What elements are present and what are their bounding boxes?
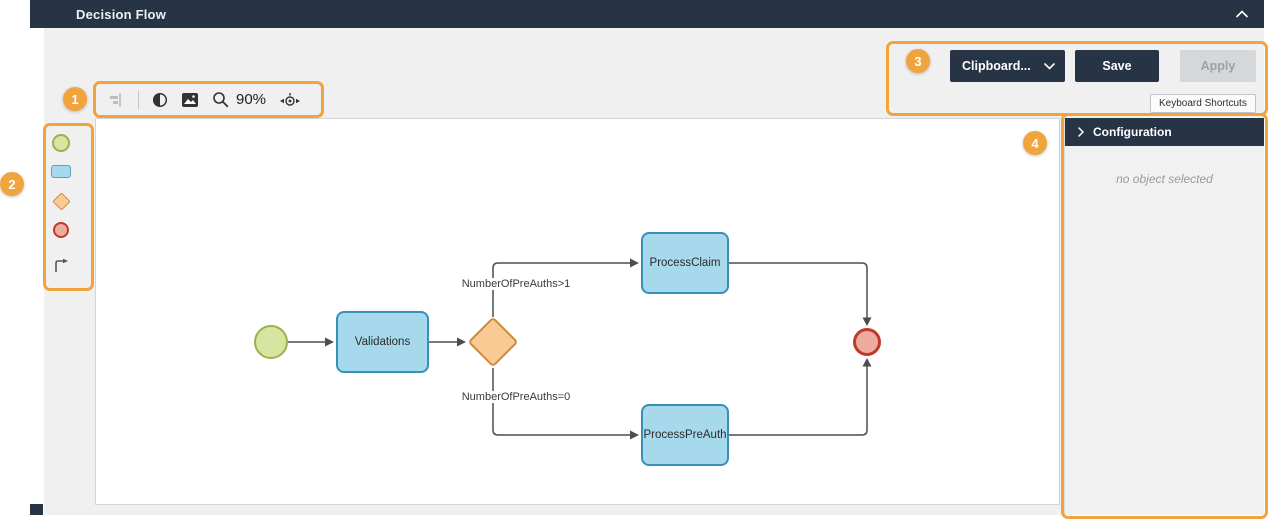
window-edge-fragment — [30, 504, 43, 515]
contrast-icon[interactable] — [152, 92, 168, 108]
zoom-icon[interactable] — [212, 91, 229, 108]
clipboard-button-label: Clipboard... — [962, 59, 1031, 73]
decision-gateway-node[interactable] — [467, 316, 519, 368]
toolbar-divider — [138, 90, 139, 109]
connector-lines-layer — [288, 258, 872, 440]
task-tool-icon[interactable] — [51, 165, 71, 178]
chevron-down-icon — [1044, 62, 1055, 70]
task-node-validations[interactable]: Validations — [336, 311, 429, 373]
page-title: Decision Flow — [76, 6, 167, 22]
titlebar: Decision Flow — [30, 0, 1264, 28]
chevron-right-icon — [1078, 127, 1084, 137]
save-button[interactable]: Save — [1075, 50, 1159, 82]
connector-label-upper-text: NumberOfPreAuths>1 — [458, 278, 574, 290]
start-event-node[interactable] — [254, 325, 288, 359]
apply-button[interactable]: Apply — [1180, 50, 1256, 82]
diagram-canvas[interactable]: NumberOfPreAuths>1 NumberOfPreAuths=0 Va… — [95, 118, 1060, 505]
task-node-processpreauth-label: ProcessPreAuth — [643, 429, 727, 441]
connector-tool-icon[interactable] — [53, 258, 69, 274]
connector-label-lower[interactable]: NumberOfPreAuths=0 — [441, 391, 591, 403]
end-event-node[interactable] — [853, 328, 881, 356]
collapse-panel-icon[interactable] — [1236, 10, 1248, 18]
configuration-panel: Configuration no object selected — [1064, 118, 1264, 515]
clipboard-button[interactable]: Clipboard... — [950, 50, 1065, 82]
connector-label-upper[interactable]: NumberOfPreAuths>1 — [441, 278, 591, 290]
connector-label-lower-text: NumberOfPreAuths=0 — [458, 391, 574, 403]
align-icon[interactable] — [107, 91, 125, 109]
annotation-badge-2: 2 — [0, 172, 24, 196]
snapshot-icon[interactable] — [181, 92, 199, 108]
canvas-toolbar: 90% — [96, 83, 322, 116]
task-node-validations-label: Validations — [354, 336, 411, 348]
start-event-tool-icon[interactable] — [52, 134, 70, 152]
shape-palette — [46, 134, 76, 294]
end-event-tool-icon[interactable] — [53, 222, 69, 238]
decision-tool-icon[interactable] — [52, 192, 71, 211]
pan-icon[interactable] — [279, 92, 301, 108]
task-node-processclaim[interactable]: ProcessClaim — [641, 232, 729, 294]
configuration-title: Configuration — [1093, 125, 1172, 139]
keyboard-shortcuts-button[interactable]: Keyboard Shortcuts — [1150, 94, 1256, 113]
empty-selection-message: no object selected — [1116, 172, 1213, 186]
configuration-body: no object selected — [1065, 146, 1264, 188]
zoom-level-value: 90% — [236, 91, 267, 108]
configuration-header[interactable]: Configuration — [1065, 118, 1264, 146]
task-node-processpreauth[interactable]: ProcessPreAuth — [641, 404, 729, 466]
task-node-processclaim-label: ProcessClaim — [649, 257, 721, 269]
